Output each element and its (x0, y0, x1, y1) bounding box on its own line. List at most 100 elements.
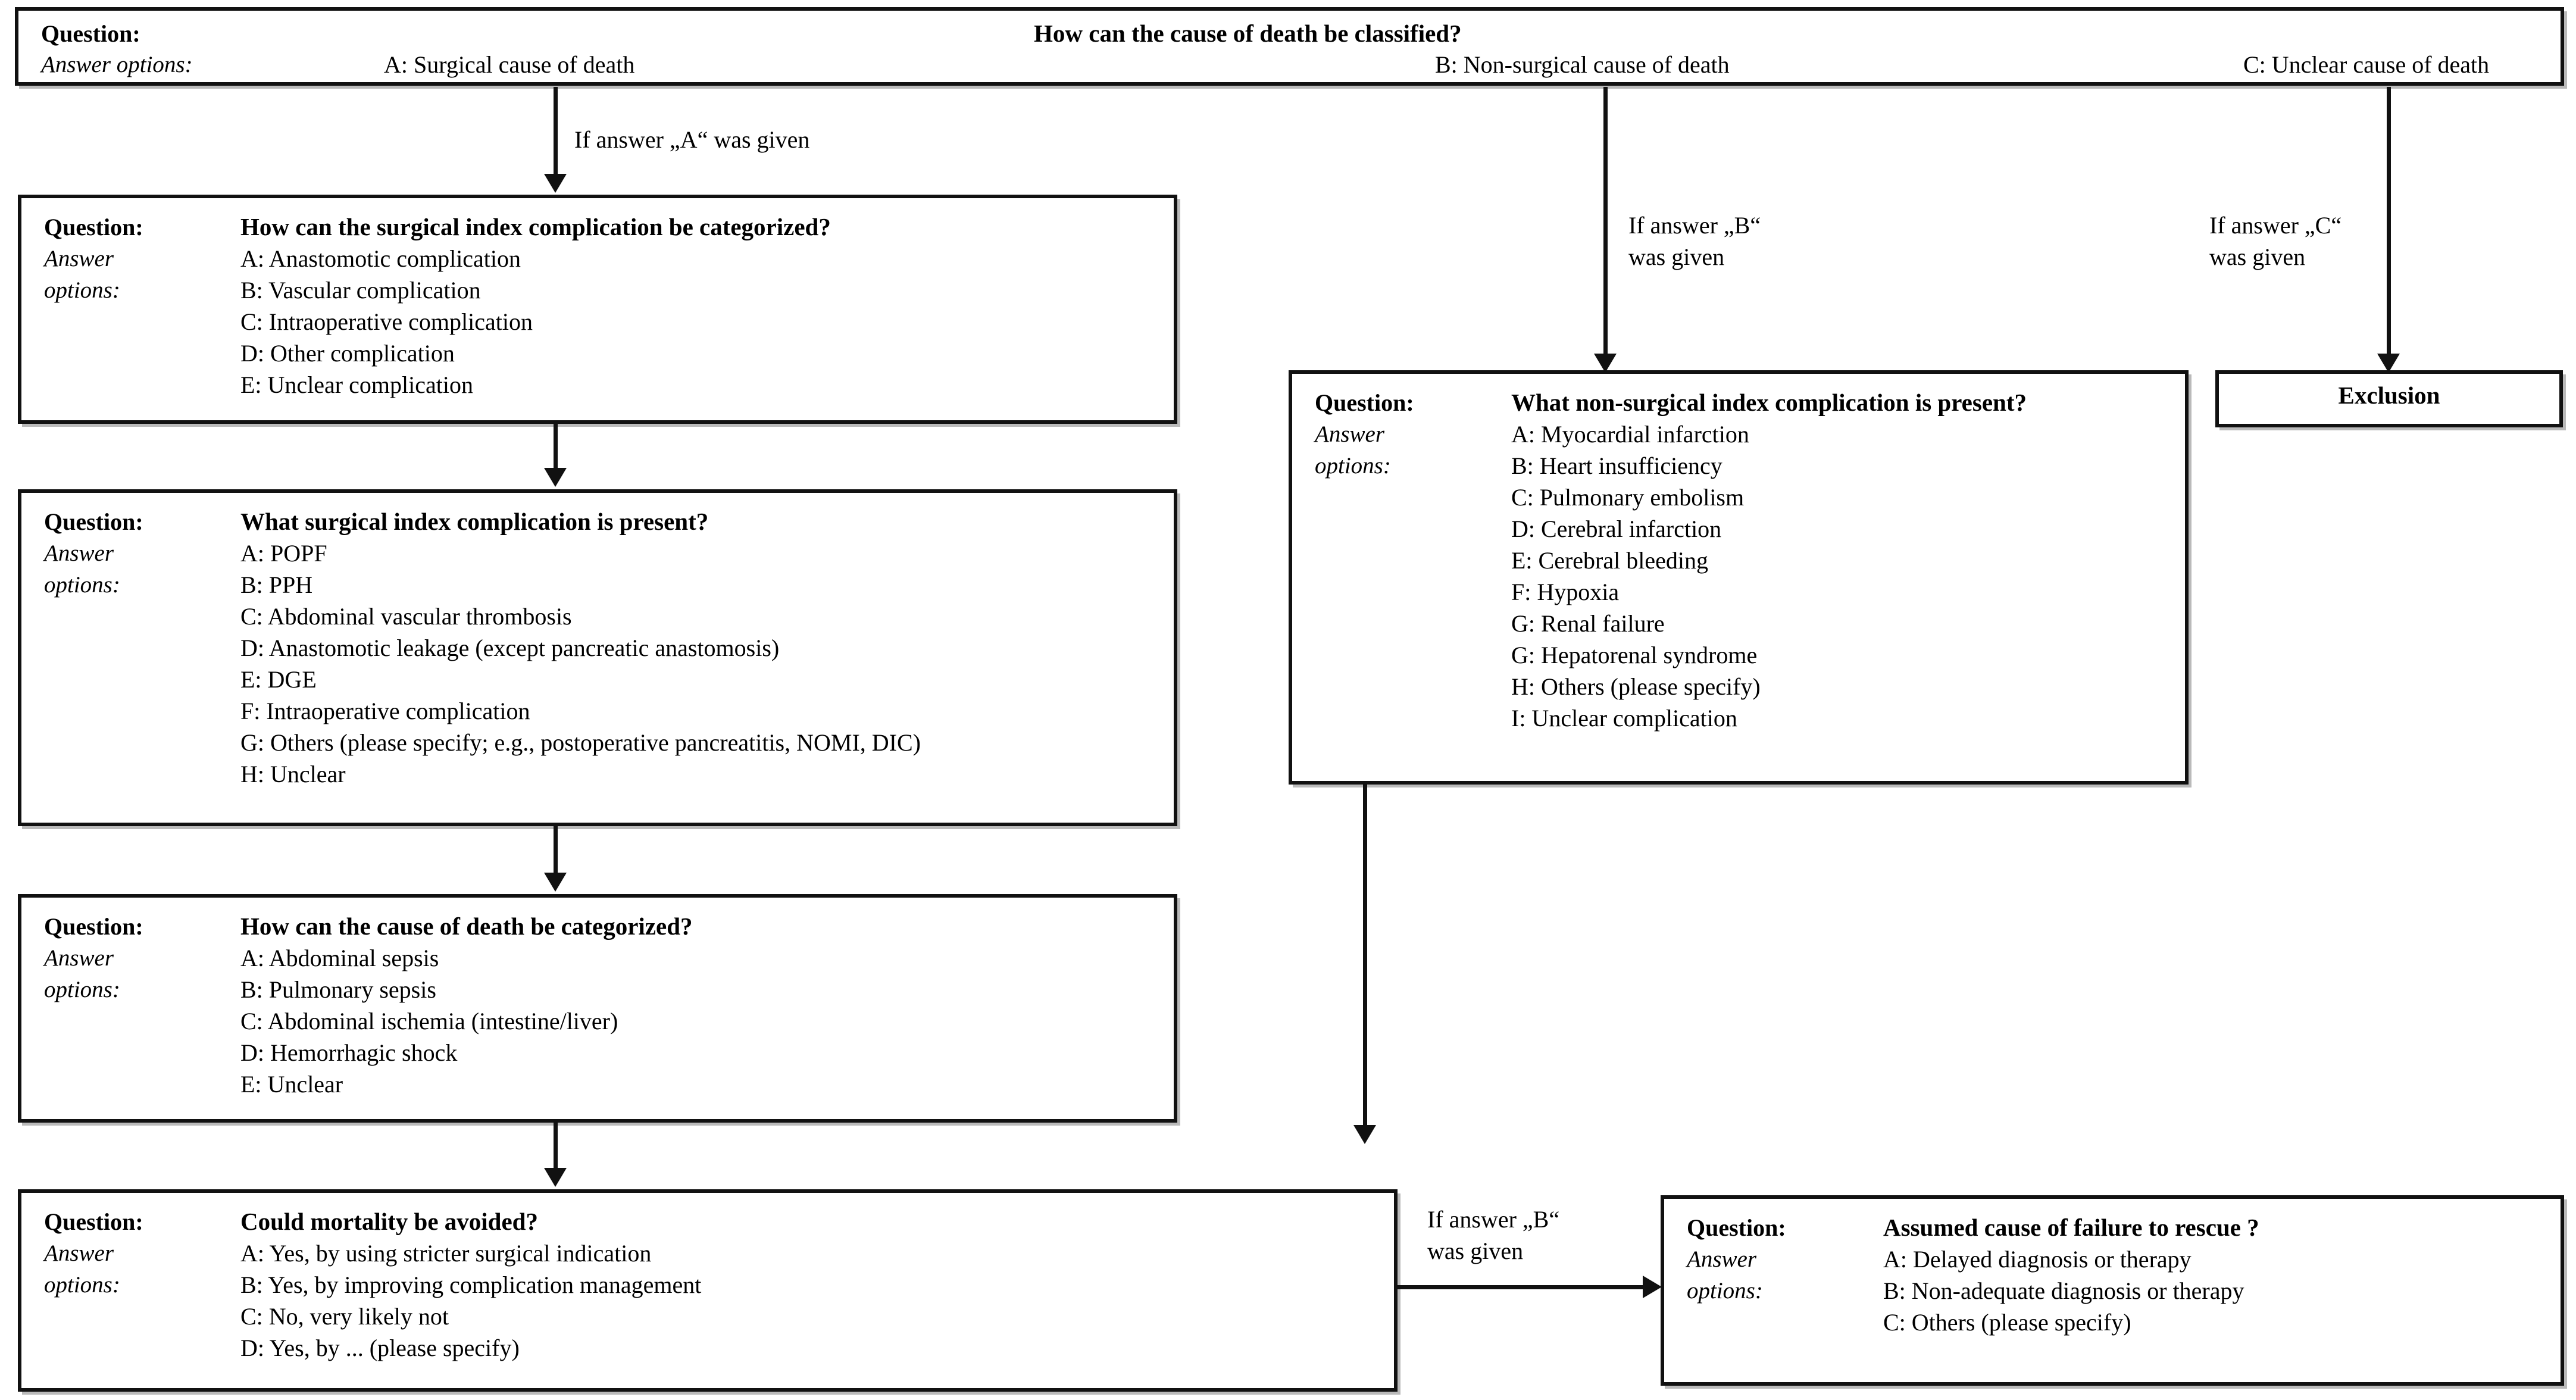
box3-option-b: B: Pulmonary sepsis (240, 976, 436, 1003)
box-header-classification: Question: Answer options: How can the ca… (15, 7, 2564, 86)
box3-option-c: C: Abdominal ischemia (intestine/liver) (240, 1008, 618, 1035)
box4-option-a: A: Yes, by using stricter surgical indic… (240, 1240, 652, 1267)
header-grid: Question: Answer options: How can the ca… (18, 11, 2561, 82)
box-mortality-avoided: Question: Could mortality be avoided? An… (18, 1189, 1398, 1392)
box3-options: A: Abdominal sepsis B: Pulmonary sepsis … (240, 942, 618, 1100)
connector-box3-box4-arrowhead (544, 1168, 567, 1187)
box-failure-to-rescue: Question: Assumed cause of failure to re… (1661, 1195, 2564, 1386)
box5-question-row: Question: What non-surgical index compli… (1315, 387, 2027, 418)
connector-b-arrowhead (1594, 354, 1617, 373)
box1-option-c: C: Intraoperative complication (240, 308, 533, 335)
box1-question-row: Question: How can the surgical index com… (44, 211, 831, 243)
box5-option-h: H: Others (please specify) (1511, 673, 1761, 700)
header-option-c: C: Unclear cause of death (2243, 51, 2490, 78)
edge-label-b-given-bottom: If answer „B“ was given (1427, 1204, 1559, 1267)
edge-label-a-given: If answer „A“ was given (574, 126, 810, 153)
box4-option-b: B: Yes, by improving complication manage… (240, 1271, 702, 1298)
box5-option-i: I: Unclear complication (1511, 705, 1737, 732)
box2-answer-label-line2: options: (44, 572, 120, 598)
box5-option-f: F: Hypoxia (1511, 579, 1620, 605)
connector-c-arrowhead (2377, 354, 2400, 373)
connector-box2-box3-arrowhead (544, 873, 567, 892)
box2-option-e: E: DGE (240, 666, 317, 693)
box2-question-row: Question: What surgical index complicati… (44, 506, 708, 538)
connector-box2-box3-line (554, 826, 558, 875)
box7-answer-label-line1: Answer (1687, 1246, 1756, 1272)
box1-options: A: Anastomotic complication B: Vascular … (240, 243, 533, 401)
box3-option-a: A: Abdominal sepsis (240, 945, 439, 971)
connector-box1-box2-line (554, 424, 558, 470)
box7-question-text: Assumed cause of failure to rescue ? (1883, 1214, 2259, 1241)
box3-answer-label-stack: Answer options: (44, 942, 120, 1005)
box4-question-row: Question: Could mortality be avoided? (44, 1206, 538, 1238)
box2-question-label: Question: (44, 508, 143, 535)
connector-c-line (2387, 87, 2391, 356)
box5-option-g1: G: Renal failure (1511, 610, 1665, 637)
box3-option-e: E: Unclear (240, 1071, 343, 1098)
box2-option-h: H: Unclear (240, 761, 346, 788)
box2-option-d: D: Anastomotic leakage (except pancreati… (240, 635, 780, 661)
box7-option-c: C: Others (please specify) (1883, 1309, 2131, 1336)
exclusion-label: Exclusion (2338, 382, 2440, 409)
header-question-label: Question: (41, 20, 140, 47)
box2-option-f: F: Intraoperative complication (240, 698, 530, 724)
box4-option-c: C: No, very likely not (240, 1303, 449, 1330)
box4-answer-label-line2: options: (44, 1272, 120, 1298)
box1-option-b: B: Vascular complication (240, 277, 481, 304)
connector-b-line (1603, 87, 1608, 356)
edge-label-b-given-bottom-line1: If answer „B“ (1427, 1206, 1560, 1233)
box5-option-c: C: Pulmonary embolism (1511, 484, 1745, 511)
connector-box4-box7-line (1398, 1285, 1647, 1289)
box7-option-b: B: Non-adequate diagnosis or therapy (1883, 1277, 2244, 1304)
connector-box3-box4-line (554, 1123, 558, 1170)
box4-answer-label-stack: Answer options: (44, 1238, 120, 1301)
box5-option-g2: G: Hepatorenal syndrome (1511, 642, 1758, 668)
box1-question-label: Question: (44, 214, 143, 240)
edge-label-c-given: If answer „C“ was given (2209, 210, 2341, 273)
box-surgical-complication-present: Question: What surgical index complicati… (18, 489, 1177, 826)
box7-answer-label-line2: options: (1687, 1278, 1763, 1304)
box5-option-d: D: Cerebral infarction (1511, 515, 1722, 542)
box3-answer-label-line2: options: (44, 977, 120, 1002)
box-exclusion: Exclusion (2215, 370, 2563, 427)
edge-label-c-given-line2: was given (2209, 243, 2306, 270)
box7-question-label: Question: (1687, 1214, 1786, 1241)
connector-box4-box7-arrowhead (1643, 1276, 1662, 1298)
header-option-a: A: Surgical cause of death (384, 51, 635, 78)
box7-option-a: A: Delayed diagnosis or therapy (1883, 1246, 2192, 1273)
box1-option-e: E: Unclear complication (240, 371, 473, 398)
box5-option-e: E: Cerebral bleeding (1511, 547, 1708, 574)
box-surgical-complication-category: Question: How can the surgical index com… (18, 195, 1177, 424)
box7-options: A: Delayed diagnosis or therapy B: Non-a… (1883, 1243, 2244, 1338)
box5-answer-label-stack: Answer options: (1315, 418, 1391, 482)
box1-answer-label-line2: options: (44, 277, 120, 303)
box3-question-row: Question: How can the cause of death be … (44, 911, 693, 942)
box7-question-row: Question: Assumed cause of failure to re… (1687, 1212, 2259, 1243)
edge-label-c-given-line1: If answer „C“ (2209, 212, 2342, 239)
box-nonsurgical-complication-present: Question: What non-surgical index compli… (1289, 370, 2189, 785)
box4-answer-label-line1: Answer (44, 1240, 114, 1266)
box3-question-text: How can the cause of death be categorize… (240, 912, 693, 940)
box2-option-b: B: PPH (240, 571, 313, 598)
box3-question-label: Question: (44, 913, 143, 940)
box2-answer-label-line1: Answer (44, 540, 114, 566)
connector-box1-box2-arrowhead (544, 468, 567, 487)
box2-option-a: A: POPF (240, 540, 327, 567)
box4-option-d: D: Yes, by ... (please specify) (240, 1335, 520, 1361)
box1-answer-label-line1: Answer (44, 246, 114, 271)
box5-answer-label-line2: options: (1315, 453, 1391, 479)
header-question-text: How can the cause of death be classified… (1034, 20, 1462, 47)
box2-option-c: C: Abdominal vascular thrombosis (240, 603, 572, 630)
box1-question-text: How can the surgical index complication … (240, 213, 831, 240)
box4-question-label: Question: (44, 1208, 143, 1235)
box4-options: A: Yes, by using stricter surgical indic… (240, 1238, 701, 1364)
box2-answer-label-stack: Answer options: (44, 538, 120, 601)
box2-option-g: G: Others (please specify; e.g., postope… (240, 729, 921, 756)
connector-a-arrowhead (544, 174, 567, 193)
box2-options: A: POPF B: PPH C: Abdominal vascular thr… (240, 538, 921, 790)
box5-option-b: B: Heart insufficiency (1511, 452, 1722, 479)
box1-answer-label-stack: Answer options: (44, 243, 120, 306)
box7-answer-label-stack: Answer options: (1687, 1243, 1763, 1307)
box5-options: A: Myocardial infarction B: Heart insuff… (1511, 418, 1761, 734)
